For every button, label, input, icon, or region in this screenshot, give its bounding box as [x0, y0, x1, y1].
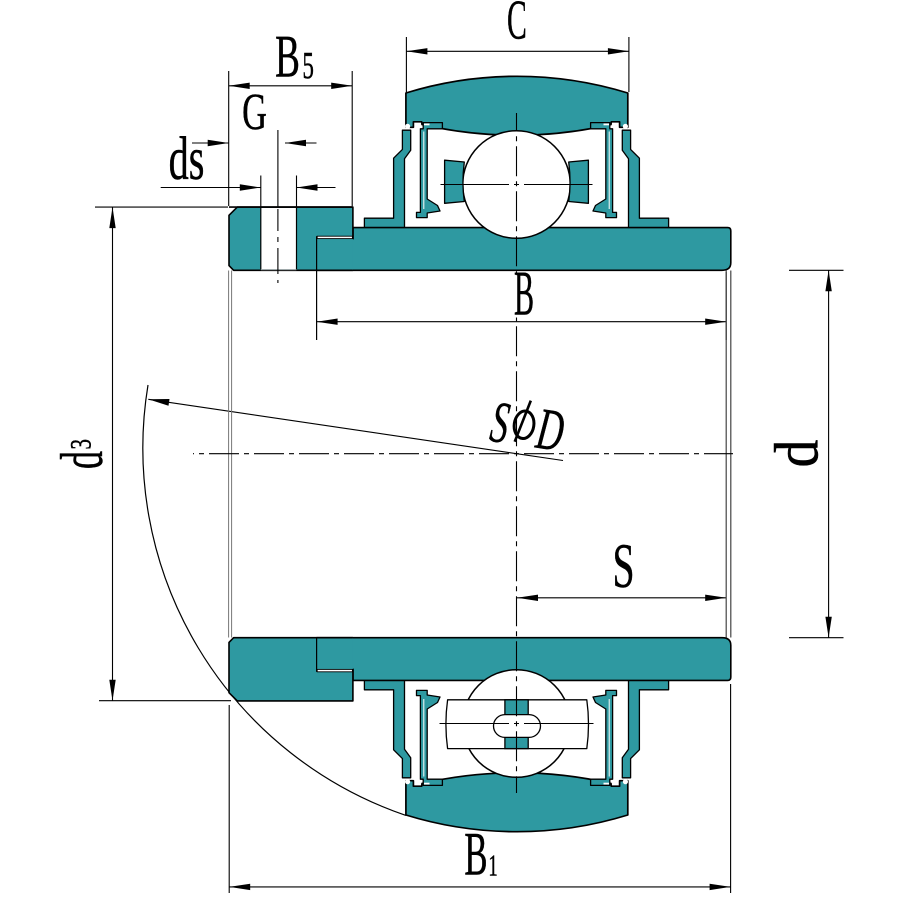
- svg-text:d: d: [761, 440, 831, 468]
- svg-text:ds: ds: [169, 126, 205, 193]
- svg-text:G: G: [242, 83, 267, 141]
- svg-text:5: 5: [303, 44, 314, 86]
- svg-text:d: d: [49, 451, 116, 469]
- svg-text:B: B: [275, 24, 300, 90]
- svg-text:B: B: [464, 820, 487, 888]
- svg-text:C: C: [507, 0, 527, 51]
- svg-text:S: S: [612, 531, 634, 602]
- svg-text:3: 3: [64, 439, 98, 449]
- svg-text:1: 1: [488, 848, 497, 883]
- svg-text:B: B: [514, 257, 534, 329]
